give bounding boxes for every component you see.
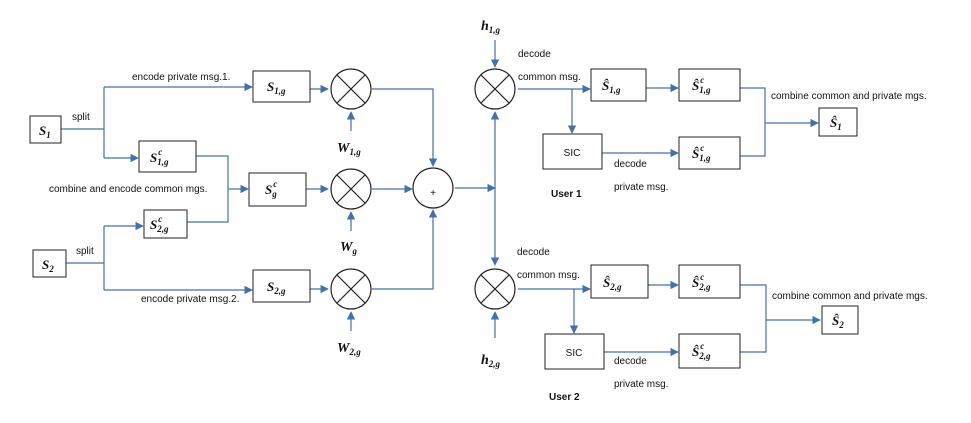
svg-text:Ŝc2,g: Ŝc2,g [692, 272, 711, 292]
svg-text:S2: S2 [42, 257, 54, 274]
s2-block: S2 [32, 249, 67, 278]
svg-text:Ŝ1,g: Ŝ1,g [602, 78, 621, 95]
sic-2-label: SIC [566, 348, 583, 359]
user1-decode-label: decode [518, 49, 551, 60]
w2g-symbol: W2,g [337, 341, 361, 357]
s1-block: S1 [29, 115, 62, 144]
combine-encode-common-label: combine and encode common mgs. [49, 184, 207, 195]
user1-decode-private-label: decode [614, 159, 647, 170]
h1g-symbol: h1,g [481, 19, 501, 35]
encode-private-1-label: encode private msg.1. [132, 72, 230, 83]
svg-text:S1: S1 [39, 123, 51, 140]
user1-private-msg-label: private msg. [614, 182, 668, 193]
s2g-block: S2,g [252, 269, 311, 303]
shat2-block: Ŝ2 [821, 305, 859, 335]
s1g-block: S1,g [252, 70, 311, 103]
connections [61, 40, 821, 357]
svg-text:S2,g: S2,g [267, 279, 286, 296]
svg-text:Scg: Scg [265, 179, 277, 199]
h2g-symbol: h2,g [481, 353, 501, 369]
user1-multiplier-icon [474, 68, 516, 110]
line-u1-combine [740, 87, 766, 157]
shat1g-block: Ŝ1,g [590, 68, 647, 102]
svg-text:Ŝ2: Ŝ2 [832, 313, 844, 330]
shat2g-block: Ŝ2,g [590, 264, 649, 299]
line-u2-combine [740, 284, 767, 353]
svg-text:Ŝc2,g: Ŝc2,g [692, 341, 711, 361]
svg-text:Ŝc1,g: Ŝc1,g [692, 75, 711, 95]
user2-combine-label: combine common and private mgs. [772, 291, 928, 302]
user2-title: User 2 [549, 392, 580, 403]
user2-common-msg-label: common msg. [517, 270, 580, 281]
user2-multiplier-icon [474, 268, 516, 310]
user2-private-msg-label: private msg. [614, 379, 668, 390]
wg-symbol: Wg [340, 240, 357, 256]
multiplier-3-icon [330, 268, 372, 310]
svg-text:Ŝ1: Ŝ1 [830, 115, 842, 132]
svg-text:S1,g: S1,g [267, 79, 286, 96]
user2-decode-label: decode [517, 247, 550, 258]
user1-combine-label: combine common and private mgs. [771, 91, 927, 102]
svg-text:Sc1,g: Sc1,g [150, 147, 169, 167]
multiplier-2-icon [330, 168, 372, 210]
line-mult3-to-sum [372, 209, 438, 290]
shat1-block: Ŝ1 [818, 107, 858, 137]
encode-private-2-label: encode private msg.2. [141, 294, 239, 305]
svg-text:Ŝc1,g: Ŝc1,g [692, 143, 711, 163]
sic-1-label: SIC [564, 148, 581, 159]
split-1-label: split [72, 112, 90, 123]
svg-text:Ŝ2,g: Ŝ2,g [603, 275, 622, 292]
sic-1-block: SIC [542, 133, 603, 170]
user2-decode-private-label: decode [614, 356, 647, 367]
line-mult1-to-sum [372, 88, 438, 167]
sic-2-block: SIC [544, 333, 605, 370]
user1-common-msg-label: common msg. [518, 72, 581, 83]
w1g-symbol: W1,g [337, 141, 361, 157]
multiplier-1-icon [330, 68, 372, 110]
split-2-label: split [76, 246, 94, 257]
user1-title: User 1 [551, 189, 582, 200]
summation-icon: + [412, 167, 454, 209]
svg-text:Sc2,g: Sc2,g [150, 214, 169, 234]
plus-symbol: + [430, 188, 436, 199]
